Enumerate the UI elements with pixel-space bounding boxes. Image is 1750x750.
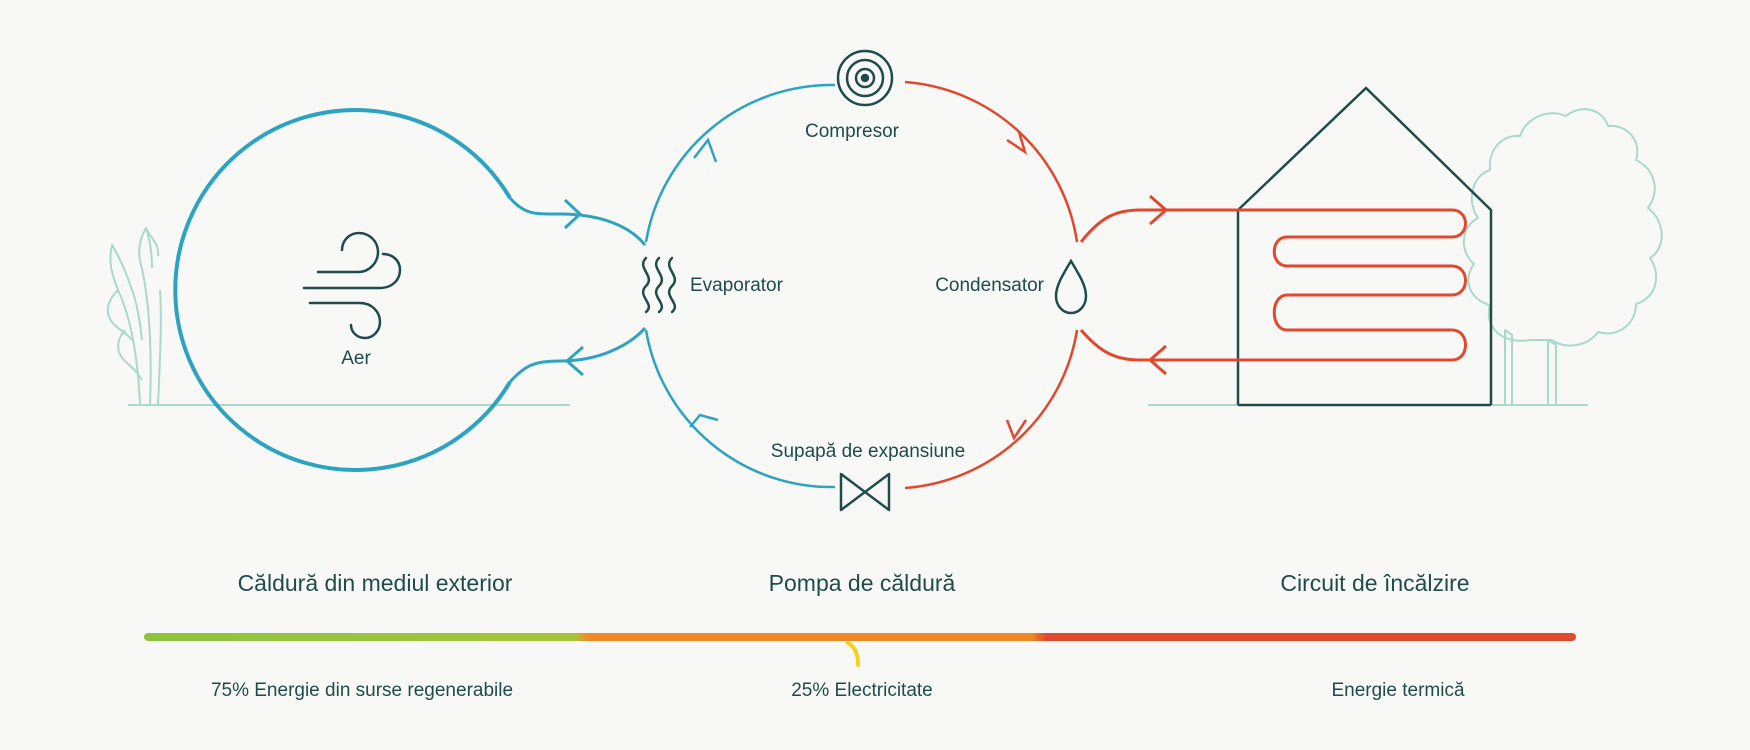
electricity-input-mark bbox=[846, 641, 860, 667]
droplet-icon bbox=[1054, 258, 1088, 315]
electricity-label: 25% Electricitate bbox=[791, 680, 933, 701]
air-loop bbox=[173, 108, 512, 472]
plant-icon bbox=[106, 227, 162, 406]
compressor-label: Compresor bbox=[805, 121, 900, 142]
section-outdoor-heat: Căldură din mediul exterior bbox=[237, 570, 513, 596]
arrow-left-icon bbox=[564, 345, 584, 377]
arrow-right-icon bbox=[1149, 194, 1169, 226]
arrow-right-icon bbox=[563, 198, 583, 230]
arrow-down-icon bbox=[1006, 131, 1028, 155]
evaporator-icon bbox=[641, 256, 677, 314]
arrow-up-icon bbox=[689, 413, 719, 428]
heating-flow-line bbox=[1079, 208, 1452, 243]
tree-icon bbox=[1463, 108, 1663, 405]
valve-icon bbox=[839, 472, 891, 512]
condenser-label: Condensator bbox=[935, 275, 1044, 296]
evaporator-label: Evaporator bbox=[690, 275, 784, 296]
section-heat-pump: Pompa de căldură bbox=[768, 570, 956, 596]
floor-heating-coil bbox=[1272, 208, 1467, 362]
thermal-energy-label: Energie termică bbox=[1331, 680, 1465, 701]
expansion-valve-label: Supapă de expansiune bbox=[771, 441, 965, 462]
house-icon bbox=[1236, 86, 1493, 407]
air-loop-to-evaporator bbox=[508, 197, 647, 246]
air-loop-from-evaporator bbox=[508, 327, 647, 383]
arrow-down-icon bbox=[1005, 419, 1028, 441]
cycle-red-lower bbox=[904, 329, 1079, 490]
section-heating-circuit: Circuit de încălzire bbox=[1280, 570, 1470, 596]
compressor-icon bbox=[836, 49, 894, 107]
arrow-left-icon bbox=[1147, 344, 1167, 376]
air-label: Aer bbox=[341, 348, 371, 369]
renewable-energy-label: 75% Energie din surse regenerabile bbox=[210, 680, 514, 701]
heating-return-line bbox=[1079, 329, 1452, 362]
wind-icon bbox=[302, 231, 402, 340]
cycle-blue-upper bbox=[644, 83, 836, 243]
arrow-up-icon bbox=[693, 137, 718, 163]
cycle-red-upper bbox=[904, 80, 1079, 243]
cycle-blue-lower bbox=[644, 329, 836, 489]
